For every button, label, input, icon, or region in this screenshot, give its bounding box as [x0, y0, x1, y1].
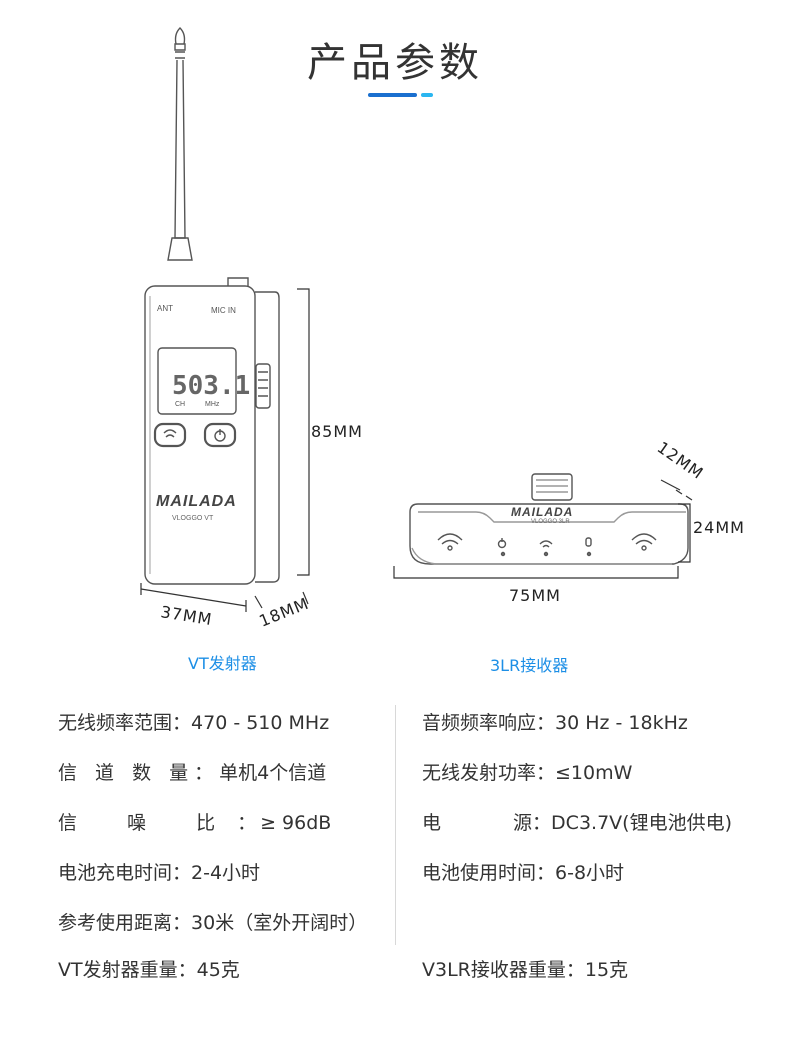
spec-battery-life: 电池使用时间：6-8小时 — [422, 858, 624, 885]
spec-value: 470 - 510 MHz — [191, 712, 330, 734]
dim-height-85mm: 85MM — [311, 422, 363, 441]
mic-in-label: MIC IN — [211, 306, 236, 315]
spec-label: 无线发射功率： — [422, 762, 556, 784]
spec-label: 电 源： — [422, 812, 552, 834]
spec-value: 30米（室外开阔时） — [191, 912, 368, 934]
spec-snr: 信 噪 比：≥ 96dB — [58, 808, 331, 835]
spec-value: 6-8小时 — [555, 862, 625, 884]
transmitter-brand-logo: MAILADA — [156, 493, 237, 510]
page-title: 产品参数 — [307, 40, 483, 86]
spec-frequency-response: 音频频率响应：30 Hz - 18kHz — [422, 708, 688, 735]
spec-label: 电池充电时间： — [58, 862, 192, 884]
spec-label: V3LR接收器重量： — [422, 959, 585, 981]
lcd-mhz-label: MHz — [205, 401, 220, 408]
receiver-model-label: VLOGGO 3LR — [531, 519, 570, 525]
spec-value: 15克 — [584, 959, 629, 981]
transmitter-dimension-lines — [140, 288, 310, 612]
dim-width-75mm: 75MM — [509, 586, 561, 605]
spec-vt-weight: VT发射器重量：45克 — [58, 955, 240, 982]
receiver-brand-logo: MAILADA — [511, 505, 573, 519]
transmitter-caption: VT发射器 — [188, 654, 257, 673]
title-accent-bar — [368, 93, 417, 97]
spec-range: 参考使用距离：30米（室外开阔时） — [58, 908, 367, 935]
spec-value: ≤10mW — [555, 762, 633, 784]
spec-label: 信 噪 比： — [58, 812, 279, 834]
spec-label: 无线频率范围： — [58, 712, 192, 734]
spec-3lr-weight: V3LR接收器重量：15克 — [422, 955, 628, 982]
receiver-caption: 3LR接收器 — [490, 656, 569, 675]
dim-depth-18mm: 18MM — [256, 594, 311, 631]
spec-label: VT发射器重量： — [58, 959, 197, 981]
column-divider — [395, 705, 396, 945]
spec-transmit-power: 无线发射功率：≤10mW — [422, 758, 632, 785]
spec-value: 30 Hz - 18kHz — [555, 712, 688, 734]
receiver-dimension-lines — [393, 479, 693, 579]
lcd-frequency: 503.1 — [172, 371, 250, 401]
dim-width-37mm: 37MM — [159, 602, 213, 629]
spec-value: 45克 — [196, 959, 240, 981]
spec-value: 单机4个信道 — [219, 762, 327, 784]
product-illustration: ANT MIC IN 503.1 CH MHz MAILADA VLOGGO V… — [140, 27, 745, 631]
spec-power-source: 电 源：DC3.7V(锂电池供电) — [422, 808, 732, 835]
spec-label: 电池使用时间： — [422, 862, 556, 884]
spec-charge-time: 电池充电时间：2-4小时 — [58, 858, 260, 885]
title-accent-dot — [421, 93, 433, 97]
transmitter-drawing — [144, 27, 280, 585]
spec-label: 音频频率响应： — [422, 712, 556, 734]
transmitter-model-label: VLOGGO VT — [172, 515, 214, 522]
spec-value: 2-4小时 — [191, 862, 261, 884]
dim-height-24mm: 24MM — [693, 518, 745, 537]
spec-value: DC3.7V(锂电池供电) — [551, 812, 732, 834]
lcd-channel-label: CH — [175, 401, 185, 408]
spec-label: 信 道 数 量： — [58, 762, 220, 784]
spec-frequency-range: 无线频率范围：470 - 510 MHz — [58, 708, 329, 735]
spec-channel-count: 信 道 数 量：单机4个信道 — [58, 758, 326, 785]
ant-label: ANT — [157, 304, 173, 313]
receiver-drawing — [409, 473, 689, 565]
dim-depth-12mm: 12MM — [654, 438, 707, 483]
spec-label: 参考使用距离： — [58, 912, 192, 934]
spec-value: ≥ 96dB — [260, 812, 332, 834]
